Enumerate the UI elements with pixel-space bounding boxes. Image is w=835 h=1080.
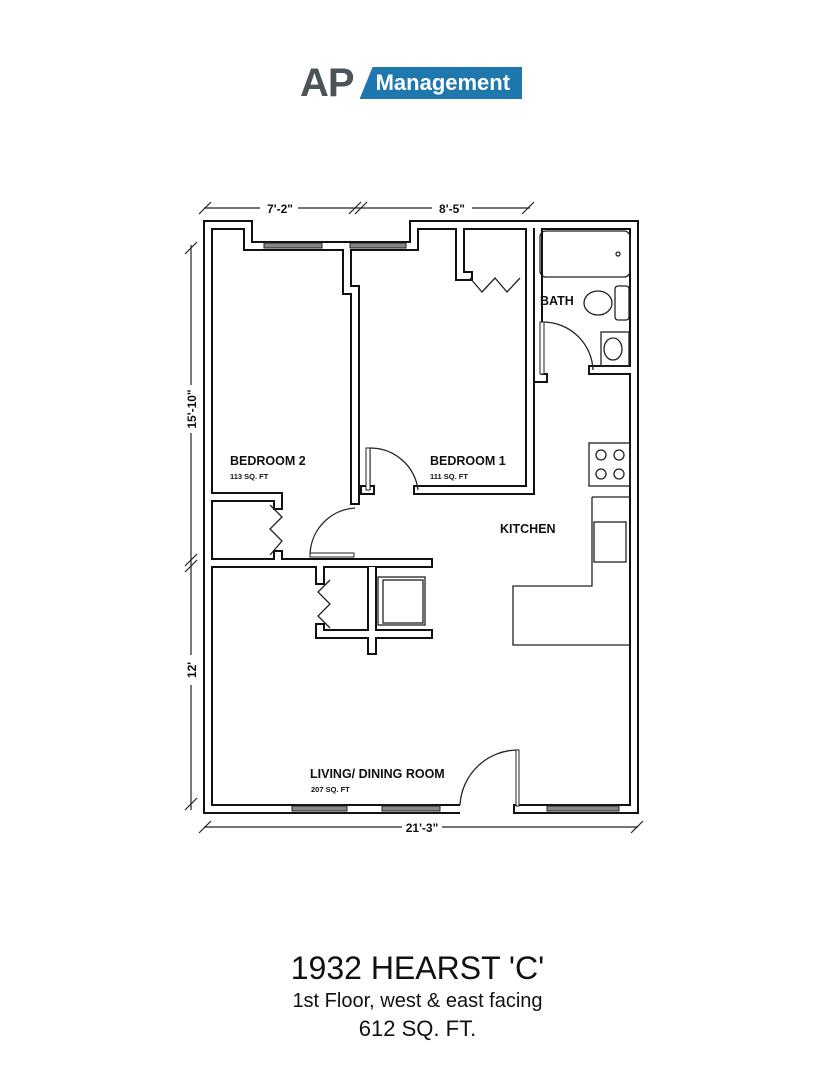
logo-management: Management bbox=[359, 67, 523, 99]
windows bbox=[263, 242, 620, 812]
stove-icon bbox=[588, 442, 631, 487]
wall-fills bbox=[205, 222, 637, 812]
bedroom2-area: 113 SQ. FT bbox=[230, 472, 269, 481]
wall bbox=[360, 220, 535, 495]
sink-icon bbox=[593, 521, 627, 563]
bedroom2-label: BEDROOM 2 bbox=[230, 454, 306, 468]
wall-inner bbox=[344, 243, 358, 503]
walls bbox=[203, 220, 639, 814]
dimension-lines bbox=[184, 200, 644, 835]
wall-inner bbox=[317, 625, 431, 637]
wall bbox=[203, 220, 639, 814]
living-label: LIVING/ DINING ROOM bbox=[310, 767, 445, 781]
unit-area: 612 SQ. FT. bbox=[358, 1016, 477, 1041]
living-area: 207 SQ. FT bbox=[311, 785, 350, 794]
ap-management-logo: AP Management bbox=[300, 61, 523, 105]
toilet-icon bbox=[583, 290, 613, 316]
wall-inner bbox=[205, 222, 637, 812]
doors bbox=[269, 277, 594, 807]
wall-inner bbox=[457, 222, 471, 279]
bedroom1-area: 111 SQ. FT bbox=[430, 472, 468, 481]
logo-ap: AP bbox=[300, 61, 355, 105]
dim-top-left: 7'-2" bbox=[267, 202, 293, 216]
unit-subtitle: 1st Floor, west & east facing bbox=[292, 990, 543, 1012]
dim-left-lower: 12' bbox=[185, 662, 199, 678]
bedroom1-label: BEDROOM 1 bbox=[430, 454, 506, 468]
kitchen-label: KITCHEN bbox=[500, 522, 556, 536]
dim-top-right: 8'-5" bbox=[439, 202, 465, 216]
dim-left-upper: 15'-10" bbox=[185, 389, 199, 428]
wall-inner bbox=[535, 222, 546, 381]
wall-outlines bbox=[203, 220, 639, 814]
dim-bottom: 21'-3" bbox=[406, 821, 439, 835]
fixtures bbox=[377, 230, 631, 646]
unit-title: 1932 HEARST 'C' bbox=[290, 950, 545, 986]
wall-inner bbox=[362, 222, 533, 493]
bath-label: BATH bbox=[540, 294, 574, 308]
